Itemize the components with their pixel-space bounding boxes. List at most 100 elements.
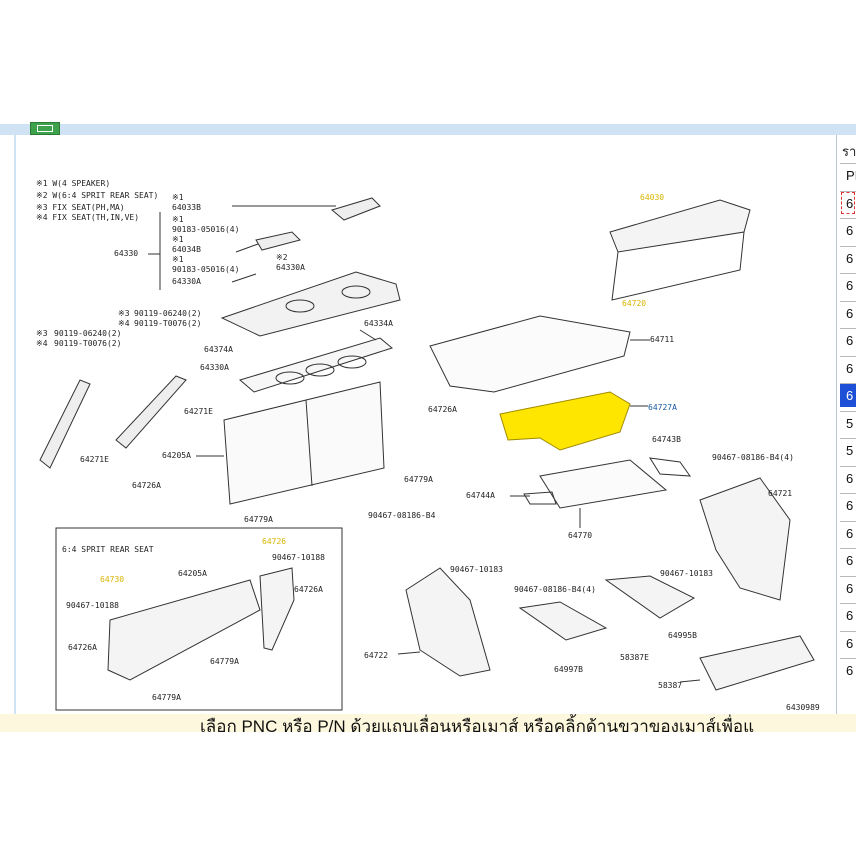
label-64271E-b[interactable]: 64271E: [184, 407, 213, 416]
hint-label-d: 64730: [100, 575, 124, 584]
mark-4: ※2: [276, 253, 288, 262]
trunk-floor-mat[interactable]: [429, 315, 631, 393]
trunk-cover[interactable]: [609, 199, 751, 253]
label-64330[interactable]: 64330: [114, 249, 138, 258]
side-trim-right[interactable]: [115, 375, 187, 449]
label-90467-a[interactable]: 90467-08186-B4: [368, 511, 436, 520]
label-64374A[interactable]: 64374A: [204, 345, 233, 354]
label-64722[interactable]: 64722: [364, 651, 388, 660]
parts-list-row[interactable]: 6: [840, 658, 856, 682]
parts-list-row[interactable]: 6: [840, 328, 856, 352]
parts-list-row[interactable]: 6: [840, 218, 856, 242]
parts-list-row[interactable]: 6: [840, 493, 856, 517]
label-90467-d[interactable]: 90467-10183: [660, 569, 713, 578]
label-90467-b[interactable]: 90467-08186-B4(4): [712, 453, 794, 462]
label-64033B[interactable]: 64033B: [172, 203, 201, 212]
label-90119-c[interactable]: 90119-06240(2): [134, 309, 201, 318]
label-64034B[interactable]: 64034B: [172, 245, 201, 254]
label-90119-b[interactable]: 90119-T0076(2): [54, 339, 121, 348]
label-64334A[interactable]: 64334A: [364, 319, 393, 328]
label-64726A-a[interactable]: 64726A: [132, 481, 161, 490]
label-90119-d[interactable]: 90119-T0076(2): [134, 319, 201, 328]
parts-list-row[interactable]: PI: [840, 163, 856, 187]
mark-9: ※4: [36, 339, 48, 348]
mark-7: ※4: [118, 319, 130, 328]
inset-panel[interactable]: [107, 579, 261, 681]
parts-list-row[interactable]: 5: [840, 410, 856, 435]
label-64205A[interactable]: 64205A: [162, 451, 191, 460]
label-64271E-a[interactable]: 64271E: [80, 455, 109, 464]
side-trim-64722[interactable]: [405, 567, 491, 677]
label-90119-a[interactable]: 90119-06240(2): [54, 329, 121, 338]
scuff-plate-58387[interactable]: [699, 635, 815, 691]
label-90467-c[interactable]: 90467-10183: [450, 565, 503, 574]
pad-64743B[interactable]: [649, 457, 692, 477]
inset-label-64726A-b[interactable]: 64726A: [294, 585, 323, 594]
parts-list-row[interactable]: 6: [840, 355, 856, 380]
parts-list-row[interactable]: 6: [840, 300, 856, 325]
side-trim-64721[interactable]: [699, 477, 791, 601]
package-tray[interactable]: [220, 271, 401, 337]
label-64779A-a[interactable]: 64779A: [244, 515, 273, 524]
parts-list-row[interactable]: 5: [840, 438, 856, 462]
speaker-cover-middle[interactable]: [255, 231, 301, 251]
tray-64997B[interactable]: [518, 601, 608, 641]
parts-list-row[interactable]: 6: [840, 465, 856, 490]
inset-label-64726A-a[interactable]: 64726A: [68, 643, 97, 652]
parts-list-row[interactable]: 6: [840, 383, 856, 407]
parts-list-row[interactable]: 6: [840, 245, 856, 270]
label-64779A-b[interactable]: 64779A: [404, 475, 433, 484]
inset-label-64779A-b[interactable]: 64779A: [210, 657, 239, 666]
label-64770[interactable]: 64770: [568, 531, 592, 540]
note-2: ※2 W(6:4 SPRIT REAR SEAT): [36, 191, 158, 200]
mark-3: ※1: [172, 235, 184, 244]
inset-label-64779A-a[interactable]: 64779A: [152, 693, 181, 702]
parts-diagram-svg: ※1 W(4 SPEAKER) ※2 W(6:4 SPRIT REAR SEAT…: [36, 179, 820, 712]
label-64727A[interactable]: 64727A: [648, 403, 677, 412]
speaker-cover-top[interactable]: [330, 197, 381, 221]
frame-left-border: [14, 135, 16, 725]
label-64997B[interactable]: 64997B: [554, 665, 583, 674]
status-bar: เลือก PNC หรือ P/N ด้วยแถบเลื่อนหรือเมาส…: [0, 714, 856, 732]
speaker-hole-right: [341, 285, 371, 299]
parts-list-row[interactable]: 6: [840, 520, 856, 545]
parts-list-row[interactable]: 6: [840, 190, 856, 215]
hint-label-a: 64030: [640, 193, 664, 202]
spare-tire-cover[interactable]: [539, 459, 668, 509]
note-3: ※3 FIX SEAT(PH,MA): [36, 203, 125, 212]
label-90467-e[interactable]: 90467-08186-B4(4): [514, 585, 596, 594]
inset-label-90467-b[interactable]: 90467-10188: [272, 553, 325, 562]
parts-list-row[interactable]: 6: [840, 603, 856, 627]
inset-label-90467-a[interactable]: 90467-10188: [66, 601, 119, 610]
label-64330A-1[interactable]: 64330A: [276, 263, 305, 272]
inset-label-64205A[interactable]: 64205A: [178, 569, 207, 578]
parts-list-panel[interactable]: [836, 135, 856, 715]
label-64726A-b[interactable]: 64726A: [428, 405, 457, 414]
label-90183-b[interactable]: 90183-05016(4): [172, 265, 239, 274]
label-64744A[interactable]: 64744A: [466, 491, 495, 500]
pad-64744A[interactable]: [523, 491, 557, 505]
inset-side[interactable]: [259, 567, 295, 651]
label-64721[interactable]: 64721: [768, 489, 792, 498]
label-58387[interactable]: 58387: [658, 681, 682, 690]
tray-mat[interactable]: [238, 337, 394, 393]
label-64995B[interactable]: 64995B: [668, 631, 697, 640]
label-64711[interactable]: 64711: [650, 335, 674, 344]
label-64330A-3[interactable]: 64330A: [200, 363, 229, 372]
label-58387E[interactable]: 58387E: [620, 653, 649, 662]
app-icon[interactable]: [30, 122, 60, 135]
window-top-bar: [0, 124, 856, 135]
label-90183-a[interactable]: 90183-05016(4): [172, 225, 239, 234]
highlighted-part-64727A[interactable]: [499, 391, 631, 451]
side-trim-left[interactable]: [39, 379, 91, 469]
parts-list-row[interactable]: 6: [840, 630, 856, 655]
label-64743B[interactable]: 64743B: [652, 435, 681, 444]
parts-list-row[interactable]: 6: [840, 575, 856, 600]
tray-64995B[interactable]: [604, 575, 696, 619]
parts-list-row[interactable]: 6: [840, 548, 856, 572]
label-64330A-2[interactable]: 64330A: [172, 277, 201, 286]
seatback-panel[interactable]: [223, 381, 385, 505]
panel-title: รา: [842, 144, 856, 159]
parts-list-row[interactable]: 6: [840, 273, 856, 297]
parts-diagram[interactable]: ※1 W(4 SPEAKER) ※2 W(6:4 SPRIT REAR SEAT…: [16, 135, 832, 720]
